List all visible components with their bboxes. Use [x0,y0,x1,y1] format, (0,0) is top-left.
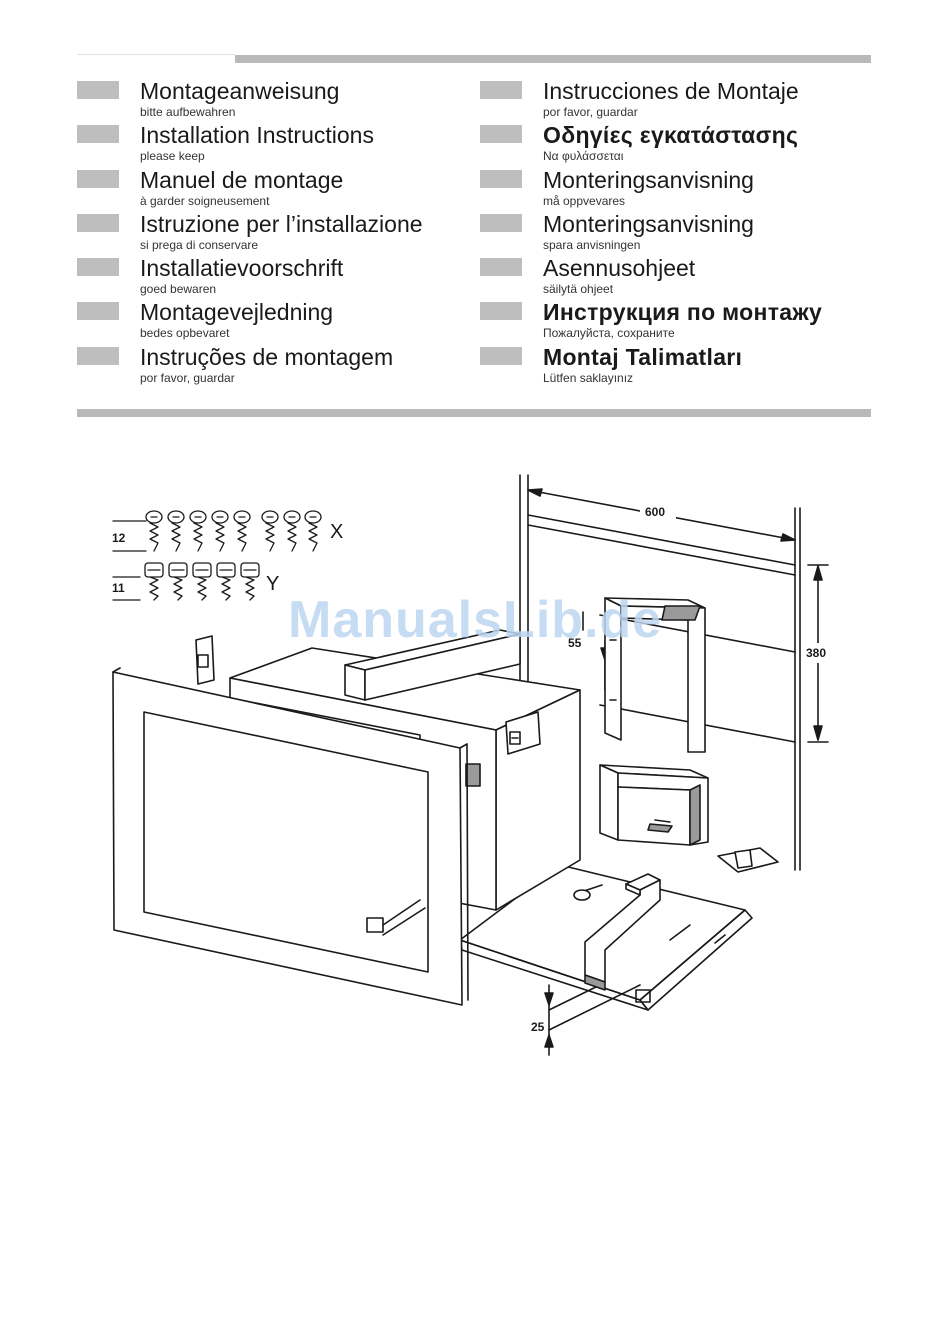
lang-subtitle: säilytä ohjeet [543,282,614,297]
dimension-380 [805,564,835,743]
lang-subtitle: spara anvisningen [543,237,641,252]
dim-bottom-label: 25 [531,1020,545,1034]
top-strip [344,629,521,701]
lang-title: Instruções de montagem [140,343,394,370]
lang-item-en: Installation Instructions please keep [77,122,477,166]
lang-swatch [480,258,522,277]
lang-item-fi: Asennusohjeet säilytä ohjeet [480,255,880,299]
lang-subtitle: Να φυλάσσεται [543,149,624,164]
dimension-600 [527,488,796,542]
dim-width-label: 600 [645,505,665,519]
language-list-left: Montageanweisung bitte aufbewahren Insta… [77,78,477,388]
lang-title: Montagevejledning [140,299,334,326]
lang-item-ru: Инструкция по монтажу Пожалуйста, сохран… [480,299,880,343]
screw-y-count: 11 [112,581,125,595]
lang-swatch [77,81,119,99]
lang-title: Инструкция по монтажу [543,299,823,326]
lang-subtitle: bedes opbevaret [140,326,230,341]
bolt-icon [192,562,212,601]
header-bottom-rule [77,409,871,417]
screw-icon [283,510,301,552]
lang-subtitle: bitte aufbewahren [140,105,236,119]
screw-x-count: 12 [112,531,126,545]
lang-swatch [480,346,522,365]
lang-title: Instrucciones de Montaje [543,78,799,104]
header-thin-rule [77,54,235,55]
front-frame [112,667,469,1006]
lang-title: Montageanweisung [140,78,340,104]
lang-item-pt: Instruções de montagem por favor, guarda… [77,344,477,388]
lang-swatch [480,213,522,232]
small-clip [717,847,779,873]
lang-subtitle: à garder soigneusement [140,193,270,208]
lang-subtitle: please keep [140,149,205,164]
screw-icon [145,510,163,552]
lang-swatch [77,258,119,277]
lang-subtitle: Пожалуйста, сохраните [543,326,675,341]
screw-icon [304,510,322,552]
base-spacer [573,873,661,991]
mounting-clip [195,635,215,685]
lang-subtitle: por favor, guardar [543,105,638,119]
side-bracket [505,711,541,755]
lang-swatch [480,302,522,321]
screws-x [112,510,322,552]
lang-swatch [77,125,119,144]
bolt-icon [144,562,164,601]
screw-y-label: Y [266,573,279,595]
lang-swatch [77,169,119,188]
lang-swatch [480,81,522,99]
screw-icon [167,510,185,552]
lang-title: Asennusohjeet [543,255,696,282]
header-rule [235,55,871,63]
screw-icon [261,510,279,552]
dimension-25 [544,984,641,1056]
lang-item-el: Οδηγίες εγκατάστασης Να φυλάσσεται [480,122,880,166]
lang-subtitle: por favor, guardar [140,370,235,385]
dim-height-label: 380 [806,646,826,660]
screw-icon [211,510,229,552]
lang-title: Installation Instructions [140,122,374,149]
lang-swatch [77,302,119,321]
lang-item-es: Instrucciones de Montaje por favor, guar… [480,78,880,122]
watermark: ManualsLib.de [288,591,663,649]
lang-item-it: Istruzione per l’installazione si prega … [77,211,477,255]
side-cover-upper [604,597,706,753]
dim-depth-label: 55 [568,636,582,650]
bolt-icon [216,562,236,601]
lang-swatch [480,125,522,144]
screw-icon [189,510,207,552]
side-cover-lower [599,764,709,846]
lang-item-nl: Installatievoorschrift goed bewaren [77,255,477,299]
lang-item-da: Montagevejledning bedes opbevaret [77,299,477,343]
lang-item-tr: Montaj Talimatları Lütfen saklayınız [480,344,880,388]
lang-item-fr: Manuel de montage à garder soigneusement [77,167,477,211]
installation-diagram: 600 380 55 25 [112,474,835,1056]
lang-title: Οδηγίες εγκατάστασης [543,122,799,149]
lang-title: Istruzione per l’installazione [140,210,423,237]
lang-swatch [480,169,522,188]
screw-x-label: X [330,521,343,543]
screw-icon [233,510,251,552]
lang-subtitle: må oppvevares [543,193,626,208]
lang-title: Manuel de montage [140,166,344,193]
lang-title: Monteringsanvisning [543,166,754,193]
lang-title: Installatievoorschrift [140,255,344,282]
lang-title: Montaj Talimatları [543,343,743,370]
language-list-right: Instrucciones de Montaje por favor, guar… [480,78,880,388]
lang-subtitle: si prega di conservare [140,237,259,252]
lang-subtitle: Lütfen saklayınız [543,370,634,385]
bolt-icon [240,562,260,601]
lang-swatch [77,213,119,232]
lang-item-no: Monteringsanvisning må oppvevares [480,167,880,211]
bolt-icon [168,562,188,601]
lang-item-sv: Monteringsanvisning spara anvisningen [480,211,880,255]
lang-subtitle: goed bewaren [140,282,217,297]
screws-y [112,562,260,601]
lang-swatch [77,346,119,365]
lang-title: Monteringsanvisning [543,210,754,237]
lang-item-de: Montageanweisung bitte aufbewahren [77,78,477,122]
